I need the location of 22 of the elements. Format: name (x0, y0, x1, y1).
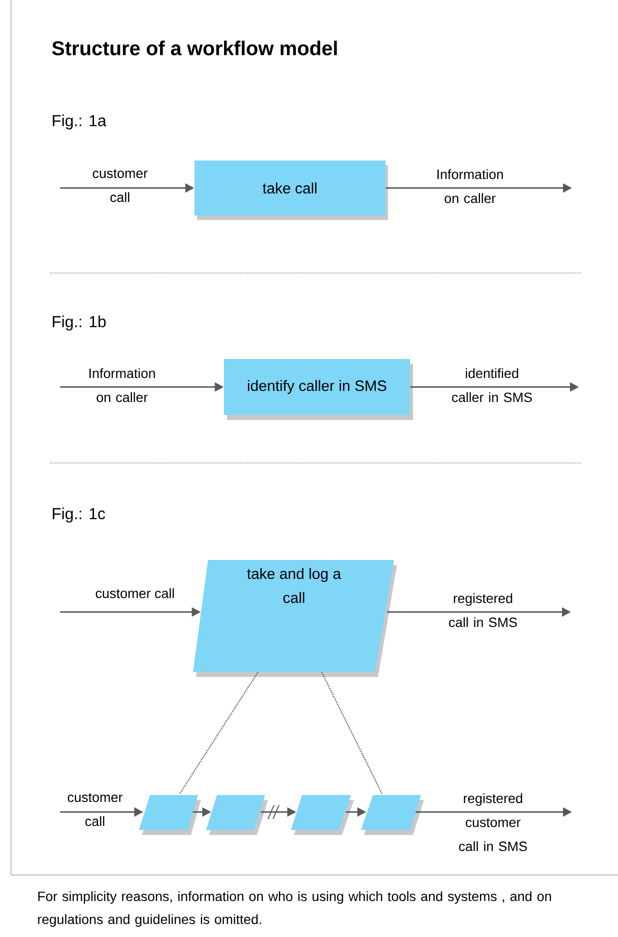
process-box: identify caller in SMS (224, 359, 413, 420)
figure-label: Fig.: 1b (52, 316, 106, 330)
edge-label: identified caller in SMS (452, 368, 532, 402)
connector-line (321, 672, 383, 795)
process-parallelogram (206, 795, 268, 835)
edge-label: customer call (92, 169, 148, 202)
edge-label: registered customer call in SMS (459, 793, 527, 852)
title: Structure of a workflow model (52, 40, 337, 56)
process-parallelogram (291, 795, 354, 835)
process-box: take call (194, 160, 388, 220)
edge-label: Information on caller (89, 368, 155, 402)
edge-label: customer call (96, 588, 174, 598)
connector-line (178, 672, 258, 795)
edge-label: customer call (68, 793, 123, 826)
edge-label: registered call in SMS (449, 593, 517, 628)
process-parallelogram (361, 795, 424, 835)
edge-label: Information on caller (437, 169, 503, 204)
figure-label: Fig.: 1a (52, 114, 106, 130)
process-parallelogram (139, 795, 201, 835)
caption: For simplicity reasons, information on who is using which tools and systems , and on regulations and guidelines is omitted. (38, 891, 551, 927)
process-parallelogram: take and log a call (193, 560, 397, 677)
figure-label: Fig.: 1c (52, 508, 106, 522)
